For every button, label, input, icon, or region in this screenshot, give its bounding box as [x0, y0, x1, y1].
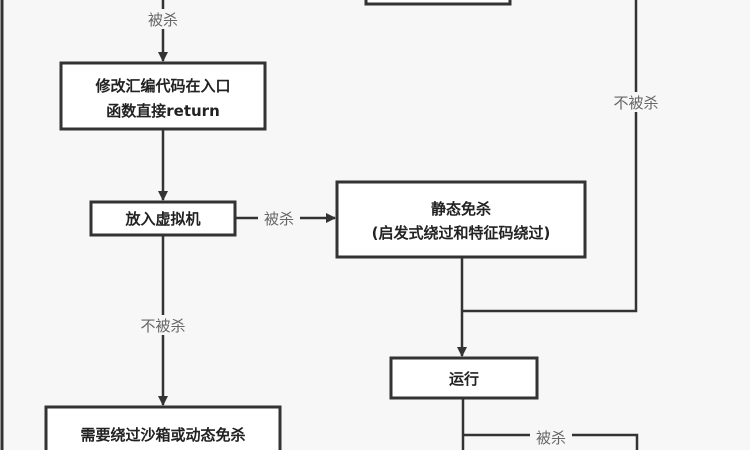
- node-modify-asm: 修改汇编代码在入口 函数直接return: [59, 61, 267, 131]
- edge-label-killed-vm: 被杀: [264, 210, 294, 228]
- edge-run-killed: [463, 433, 639, 450]
- svg-text:运行: 运行: [449, 370, 479, 388]
- edge-not-killed-right: [462, 0, 638, 313]
- svg-text:静态免杀: 静态免杀: [431, 200, 491, 218]
- node-sandbox: 需要绕过沙箱或动态免杀: [44, 405, 282, 450]
- edge-label-not-killed-right: 不被杀: [613, 94, 658, 112]
- svg-text:放入虚拟机: 放入虚拟机: [124, 210, 200, 228]
- node-static-av: 静态免杀 (启发式绕过和特征码绕过): [335, 180, 587, 259]
- edge-label-killed-run: 被杀: [536, 429, 566, 447]
- edge-label-not-killed-vm: 不被杀: [140, 317, 185, 335]
- node-vm: 放入虚拟机: [89, 200, 237, 237]
- svg-text:需要绕过沙箱或动态免杀: 需要绕过沙箱或动态免杀: [80, 426, 245, 444]
- node-run: 运行: [389, 356, 539, 400]
- svg-text:修改汇编代码在入口: 修改汇编代码在入口: [94, 77, 230, 95]
- svg-text:函数直接return: 函数直接return: [106, 102, 220, 120]
- svg-text:(启发式绕过和特征码绕过): (启发式绕过和特征码绕过): [372, 224, 551, 242]
- top-box-partial: [364, 0, 512, 6]
- edge-label-killed-top: 被杀: [148, 11, 178, 29]
